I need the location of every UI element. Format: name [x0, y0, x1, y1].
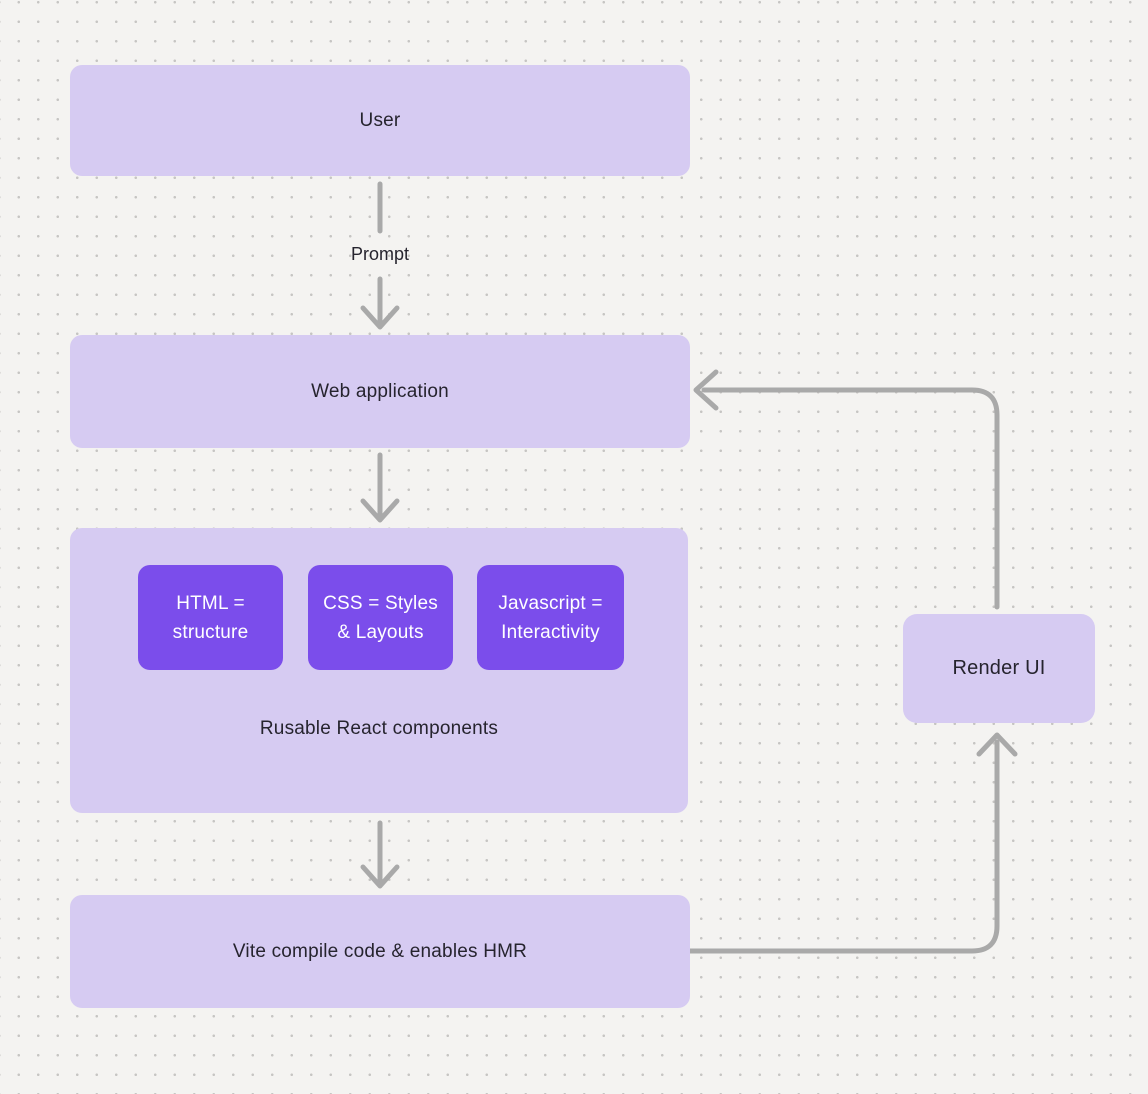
- edge-user-webapp-arrowhead: [360, 305, 400, 330]
- components-caption: Rusable React components: [259, 718, 499, 739]
- node-render-ui-label: Render UI: [952, 657, 1046, 679]
- node-html-label-line1: HTML =: [176, 592, 245, 614]
- node-vite[interactable]: Vite compile code & enables HMR: [70, 895, 690, 1008]
- node-javascript-label-line2: Interactivity: [501, 621, 600, 643]
- edge-vite-render-line: [687, 739, 1000, 954]
- node-html[interactable]: HTML = structure: [138, 565, 283, 670]
- edge-vite-render-arrowhead: [976, 732, 1018, 757]
- node-web-application[interactable]: Web application: [70, 335, 690, 448]
- node-user[interactable]: User: [70, 65, 690, 176]
- edge-render-webapp-arrowhead: [693, 369, 719, 411]
- node-css-label-line2: & Layouts: [337, 621, 424, 643]
- node-html-label-line2: structure: [172, 621, 249, 643]
- edge-render-webapp-line: [701, 387, 1000, 610]
- node-javascript-label-line1: Javascript =: [498, 592, 603, 614]
- node-javascript[interactable]: Javascript = Interactivity: [477, 565, 624, 670]
- node-render-ui[interactable]: Render UI: [903, 614, 1095, 723]
- node-vite-label: Vite compile code & enables HMR: [232, 940, 528, 962]
- node-user-label: User: [359, 109, 401, 131]
- edge-components-vite-arrowhead: [360, 864, 400, 889]
- edge-label-prompt: Prompt: [350, 244, 410, 264]
- node-web-application-label: Web application: [311, 380, 449, 402]
- edge-webapp-components-arrowhead: [360, 498, 400, 523]
- node-css[interactable]: CSS = Styles & Layouts: [308, 565, 453, 670]
- node-components-group[interactable]: HTML = structure CSS = Styles & Layouts …: [70, 528, 688, 813]
- node-css-label-line1: CSS = Styles: [323, 592, 438, 614]
